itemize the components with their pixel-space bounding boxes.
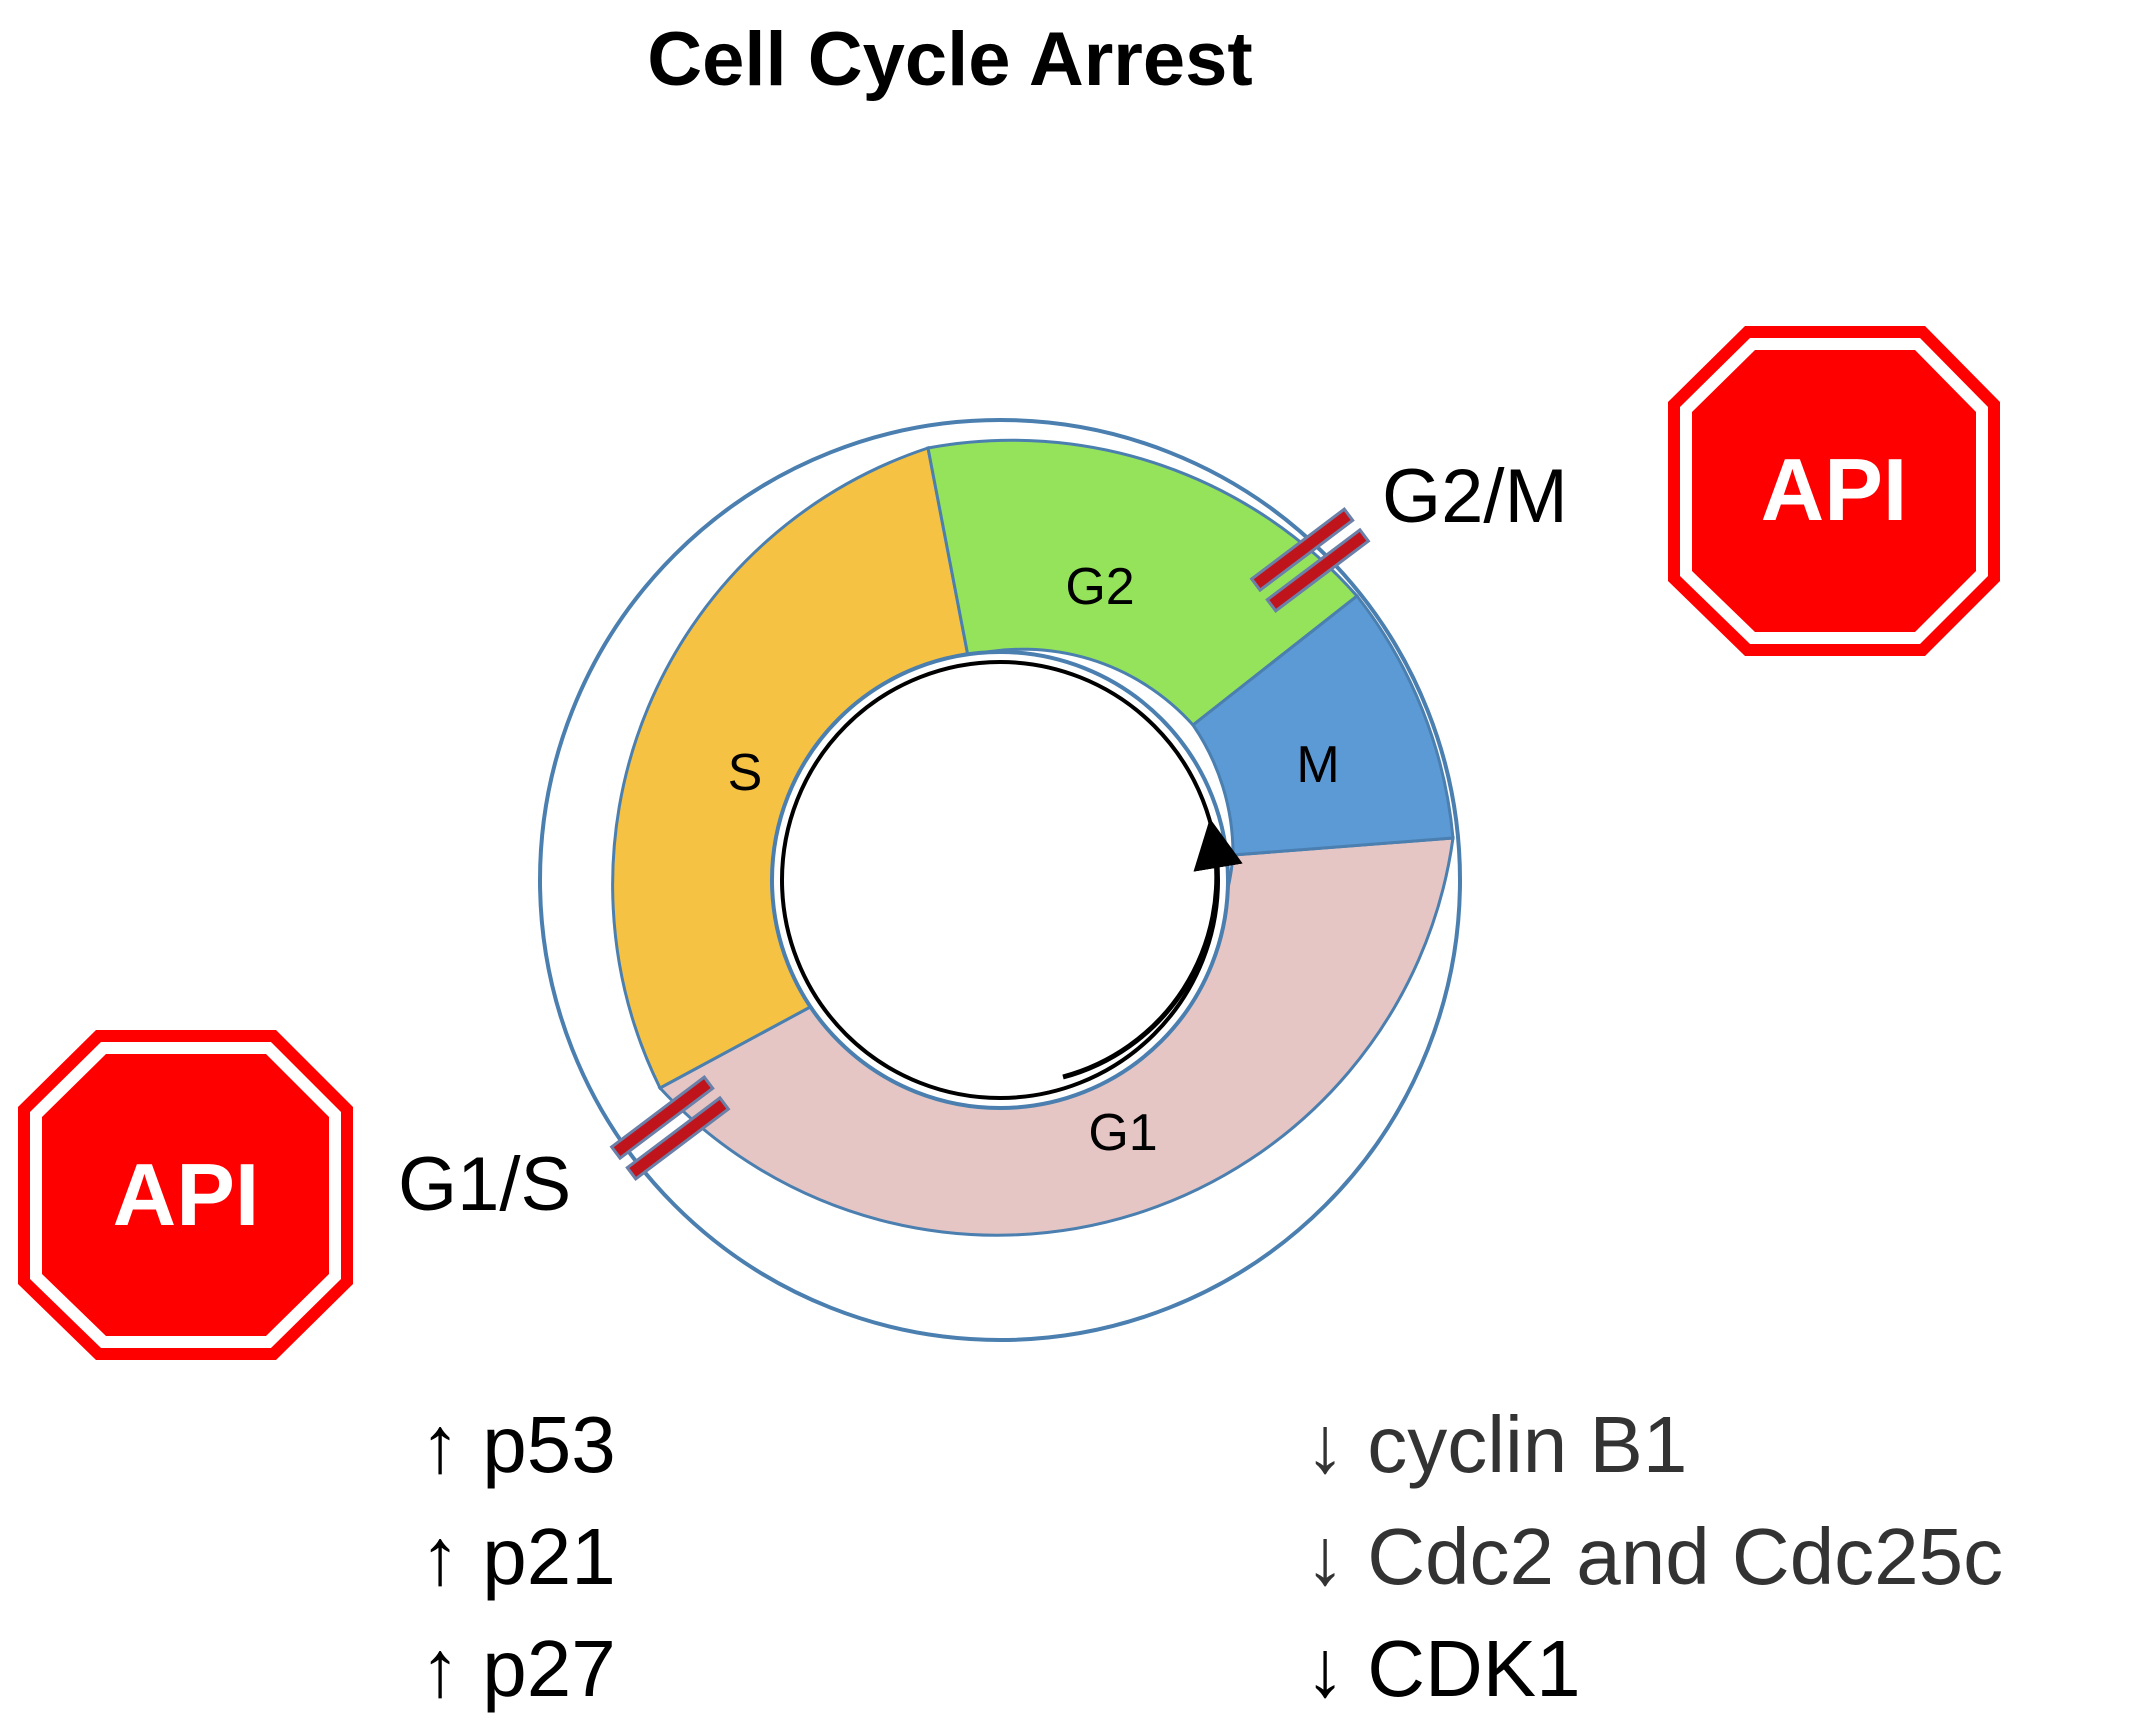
downregulated-item: ↓ Cdc2 and Cdc25c [1305, 1512, 2003, 1601]
phase-label-m: M [1296, 736, 1339, 794]
downregulated-item: ↓ CDK1 [1305, 1624, 1581, 1713]
checkpoint-bar-g1s [609, 1075, 731, 1181]
stop-sign-label-g1s: API [113, 1145, 260, 1244]
ring-inner-border [770, 650, 1230, 1110]
stop-sign-label-g2m: API [1761, 440, 1908, 539]
upregulated-item: ↑ p27 [420, 1624, 616, 1713]
cycle-direction-arrow [1062, 818, 1243, 1080]
upregulated-item: ↑ p21 [420, 1512, 616, 1601]
upregulated-item: ↑ p53 [420, 1400, 616, 1489]
phase-segment-g2 [926, 438, 1360, 728]
phase-segment-m [1190, 593, 1455, 857]
cell-cycle-ring [538, 418, 1462, 1342]
stop-sign-icon: API [18, 1030, 353, 1360]
upregulated-list: ↑ p53 ↑ p21 ↑ p27 [420, 1400, 616, 1713]
stop-sign-icon: API [1668, 326, 2000, 656]
phase-label-g1: G1 [1088, 1104, 1157, 1162]
checkpoint-label-g2m: G2/M [1382, 454, 1568, 539]
ring-outer-border [538, 418, 1462, 1342]
downregulated-list: ↓ cyclin B1 ↓ Cdc2 and Cdc25c ↓ CDK1 [1305, 1400, 2003, 1713]
checkpoint-bar-g2m [1249, 507, 1371, 613]
downregulated-item: ↓ cyclin B1 [1305, 1400, 1687, 1489]
phase-label-s: S [728, 744, 763, 802]
phase-label-g2: G2 [1065, 558, 1134, 616]
checkpoint-label-g1s: G1/S [398, 1142, 571, 1227]
diagram-title: Cell Cycle Arrest [647, 17, 1252, 102]
